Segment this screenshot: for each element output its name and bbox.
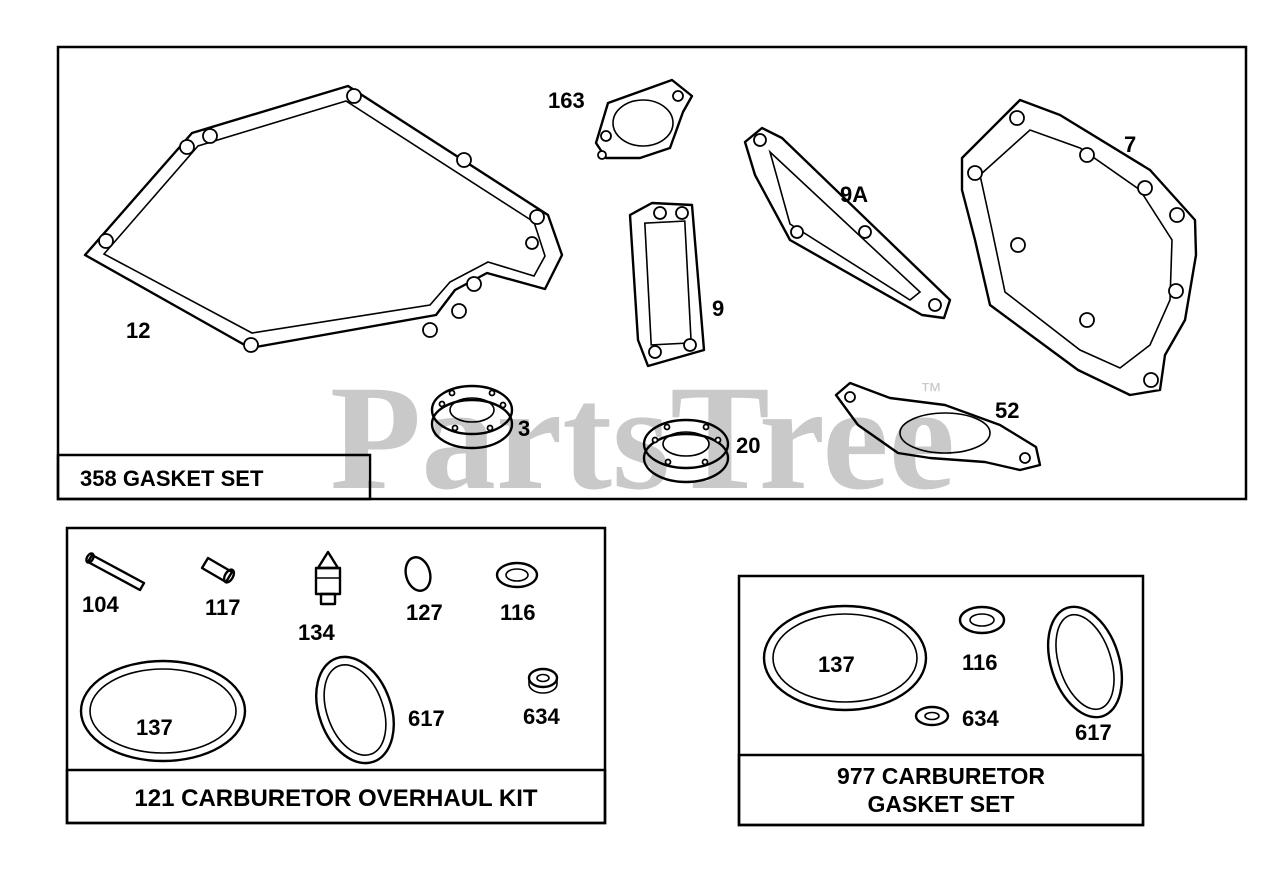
label-part-617-kit: 617: [408, 706, 445, 731]
carb-overhaul-kit-frame: [65, 526, 607, 825]
label-part-137-set: 137: [818, 652, 855, 677]
part-617-o-ring-set[interactable]: [1035, 597, 1135, 726]
label-part-116-set: 116: [962, 650, 998, 675]
label-part-9a: 9A: [840, 182, 868, 207]
gasket-set-title-box: [56, 453, 372, 501]
part-117-bushing[interactable]: [200, 556, 236, 584]
part-9-gasket[interactable]: [628, 201, 706, 368]
carb-overhaul-kit-title-box: [65, 768, 607, 825]
part-12-crankcase-gasket[interactable]: [83, 84, 564, 353]
part-3-oil-seal[interactable]: [430, 384, 514, 450]
watermark-text: PartsTree: [330, 355, 955, 521]
gasket-set-panel: 358 GASKET SET 12 163: [56, 45, 1248, 501]
label-part-3: 3: [518, 416, 530, 441]
label-part-104: 104: [82, 592, 119, 617]
label-part-9: 9: [712, 296, 724, 321]
label-part-52: 52: [995, 398, 1019, 423]
carb-gasket-set-panel: 977 CARBURETOR GASKET SET 137 116 634 61…: [737, 574, 1145, 827]
label-part-634-set: 634: [962, 706, 999, 731]
part-9a-gasket[interactable]: [743, 126, 952, 320]
part-104-pin[interactable]: [85, 552, 146, 592]
label-part-127: 127: [406, 600, 443, 625]
part-127-disc[interactable]: [402, 554, 434, 593]
label-part-634-kit: 634: [523, 704, 560, 729]
carb-gasket-set-title-line1: 977 CARBURETOR: [837, 763, 1045, 789]
part-7-head-gasket[interactable]: [960, 98, 1198, 397]
part-617-o-ring-kit[interactable]: [302, 646, 407, 774]
part-137-bowl-gasket-set[interactable]: [762, 604, 928, 712]
carb-gasket-set-title-box: [737, 753, 1145, 827]
carb-overhaul-kit-title: 121 CARBURETOR OVERHAUL KIT: [134, 785, 538, 812]
watermark-trademark: ™: [920, 378, 942, 403]
part-20-oil-seal[interactable]: [642, 418, 730, 484]
part-137-bowl-gasket-kit[interactable]: [79, 659, 247, 763]
label-part-134: 134: [298, 620, 335, 645]
part-116-washer-set[interactable]: [958, 605, 1006, 635]
gasket-set-title: 358 GASKET SET: [80, 466, 264, 491]
carb-overhaul-kit-panel: 121 CARBURETOR OVERHAUL KIT 104 117 134 …: [65, 526, 607, 825]
part-163-gasket[interactable]: [594, 78, 694, 160]
gasket-set-frame: [56, 45, 1248, 501]
part-634-washer-kit[interactable]: [527, 667, 559, 694]
carb-gasket-set-title-line2: GASKET SET: [868, 791, 1015, 817]
label-part-7: 7: [1124, 132, 1136, 157]
label-part-116-kit: 116: [500, 600, 536, 625]
label-part-20: 20: [736, 433, 760, 458]
label-part-137-kit: 137: [136, 715, 173, 740]
label-part-163: 163: [548, 88, 585, 113]
part-116-washer[interactable]: [495, 561, 539, 589]
part-634-washer-set[interactable]: [914, 705, 950, 727]
label-part-12: 12: [126, 318, 150, 343]
part-52-exhaust-gasket[interactable]: [834, 381, 1042, 472]
label-part-617-set: 617: [1075, 720, 1112, 745]
label-part-117: 117: [205, 595, 241, 620]
part-134-needle-valve[interactable]: [314, 550, 342, 606]
